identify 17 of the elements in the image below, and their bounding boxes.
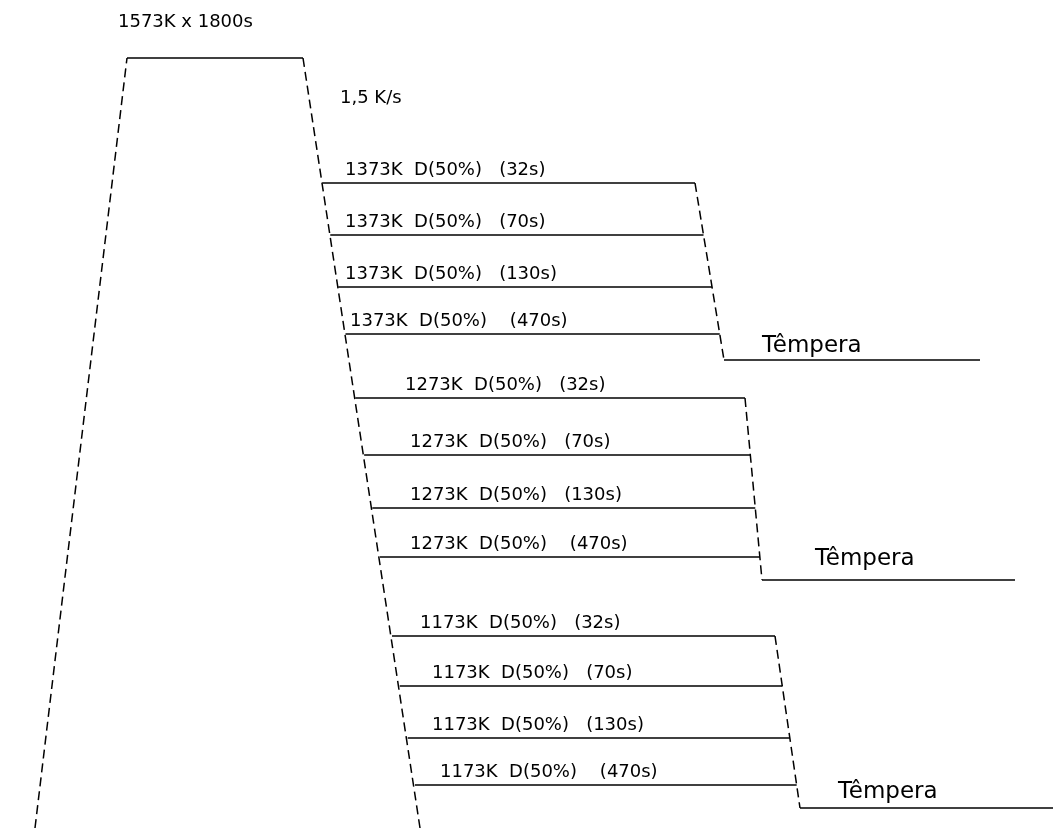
step-label: 1173K D(50%) (130s) [432,713,644,735]
quench-label: Têmpera [815,543,915,571]
step-label: 1273K D(50%) (470s) [410,532,628,554]
step-label: 1273K D(50%) (32s) [405,373,606,395]
step-label: 1273K D(50%) (130s) [410,483,622,505]
rate-label: 1,5 K/s [340,86,402,108]
step-label: 1173K D(50%) (32s) [420,611,621,633]
step-label: 1373K D(50%) (32s) [345,158,546,180]
temperature-label: 1573K x 1800s [118,10,253,32]
step-label: 1373K D(50%) (470s) [350,309,568,331]
step-label: 1273K D(50%) (70s) [410,430,611,452]
quench-label: Têmpera [838,776,938,804]
quench-label: Têmpera [762,330,862,358]
step-label: 1173K D(50%) (470s) [440,760,658,782]
step-label: 1373K D(50%) (130s) [345,262,557,284]
step-label: 1173K D(50%) (70s) [432,661,633,683]
step-label: 1373K D(50%) (70s) [345,210,546,232]
